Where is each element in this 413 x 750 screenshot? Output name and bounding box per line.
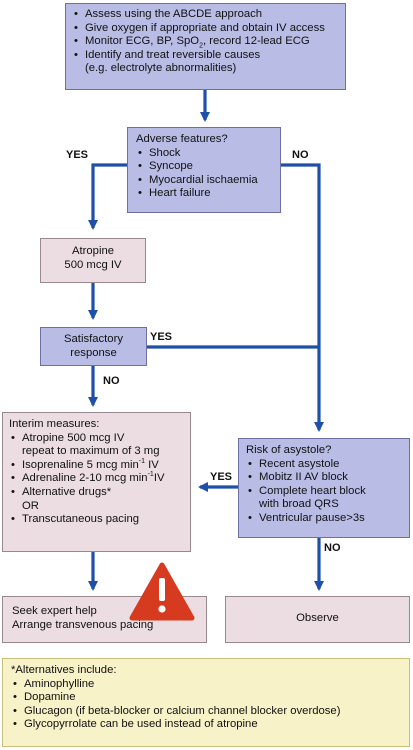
footnote-title: *Alternatives include: (11, 664, 117, 676)
adrenaline-superscript: -1 (147, 471, 154, 479)
asystole-no-label: NO (324, 542, 341, 554)
arrow-adverse-no (281, 163, 325, 433)
adverse-item: Syncope (138, 160, 273, 174)
atropine-line2: 500 mcg IV (64, 258, 122, 271)
interim-item: Transcutaneous pacing (11, 513, 185, 527)
interim-item-continued: repeat to maximum of 3 mg (22, 445, 160, 458)
seek-line2: Arrange transvenous pacing (12, 618, 154, 631)
asystole-item: Ventricular pause>3s (248, 512, 404, 526)
footnote-item: Dopamine (13, 691, 403, 705)
interim-or: OR (22, 499, 39, 512)
interim-item: Atropine 500 mcg IV (11, 432, 185, 446)
asystole-item: Complete heart block (248, 485, 404, 499)
assess-monitor-text: Monitor ECG, BP, SpO (85, 35, 200, 48)
asystole-item: Recent asystole (248, 458, 404, 472)
assess-item-continued: (e.g. electrolyte abnormalities) (85, 62, 237, 75)
arrow-adverse-yes (87, 163, 127, 231)
assess-monitor-tail: , record 12-lead ECG (202, 35, 310, 48)
isoprenaline-tail: IV (145, 458, 159, 471)
adverse-item: Myocardial ischaemia (138, 174, 273, 188)
footnote-item: Glucagon (if beta-blocker or calcium cha… (13, 705, 403, 719)
assess-box: Assess using the ABCDE approach Give oxy… (65, 3, 346, 90)
isoprenaline-text: Isoprenaline 5 mcg min (22, 458, 139, 471)
asystole-title: Risk of asystole? (246, 444, 332, 456)
asystole-item-continued: with broad QRS (259, 498, 339, 511)
interim-item: Adrenaline 2-10 mcg min-1IV (11, 471, 185, 486)
asystole-yes-label: YES (210, 471, 233, 483)
adverse-features-box: Adverse features? Shock Syncope Myocardi… (127, 127, 281, 213)
interim-item: Isoprenaline 5 mcg min-1 IV (11, 458, 185, 473)
alternatives-footnote-box: *Alternatives include: Aminophylline Dop… (2, 658, 410, 747)
satisfactory-line2: response (70, 346, 117, 359)
satisfactory-yes-label: YES (150, 331, 173, 343)
satisfactory-response-box: Satisfactory response (40, 327, 147, 366)
interim-item: Alternative drugs* (11, 486, 185, 500)
atropine-box: Atropine 500 mcg IV (40, 238, 146, 283)
assess-item: Monitor ECG, BP, SpO2, record 12-lead EC… (74, 35, 339, 50)
adverse-item: Heart failure (138, 187, 273, 201)
satisfactory-no-label: NO (103, 375, 120, 387)
assess-item: Identify and treat reversible causes (74, 49, 339, 63)
asystole-item: Mobitz II AV block (248, 471, 404, 485)
adverse-item: Shock (138, 147, 273, 161)
interim-title: Interim measures: (9, 418, 100, 430)
adverse-yes-label: YES (66, 149, 89, 161)
seek-expert-help-box: Seek expert help Arrange transvenous pac… (2, 596, 207, 643)
adrenaline-text: Adrenaline 2-10 mcg min (22, 472, 148, 485)
footnote-item: Aminophylline (13, 678, 403, 692)
adverse-features-title: Adverse features? (136, 133, 228, 145)
interim-measures-box: Interim measures: Atropine 500 mcg IV re… (2, 412, 191, 552)
isoprenaline-superscript: -1 (138, 458, 146, 466)
footnote-item: Glycopyrrolate can be used instead of at… (13, 718, 403, 732)
observe-box: Observe (225, 596, 410, 643)
adverse-no-label: NO (292, 149, 309, 161)
risk-of-asystole-box: Risk of asystole? Recent asystole Mobitz… (238, 438, 410, 538)
satisfactory-line1: Satisfactory (63, 333, 124, 345)
spo2-subscript: 2 (199, 42, 203, 50)
assess-item: Assess using the ABCDE approach (74, 8, 339, 22)
atropine-line1: Atropine (71, 245, 115, 257)
assess-item: Give oxygen if appropriate and obtain IV… (74, 22, 339, 36)
seek-line1: Seek expert help (12, 605, 97, 617)
observe-label: Observe (296, 612, 339, 624)
adrenaline-tail: IV (153, 472, 165, 485)
